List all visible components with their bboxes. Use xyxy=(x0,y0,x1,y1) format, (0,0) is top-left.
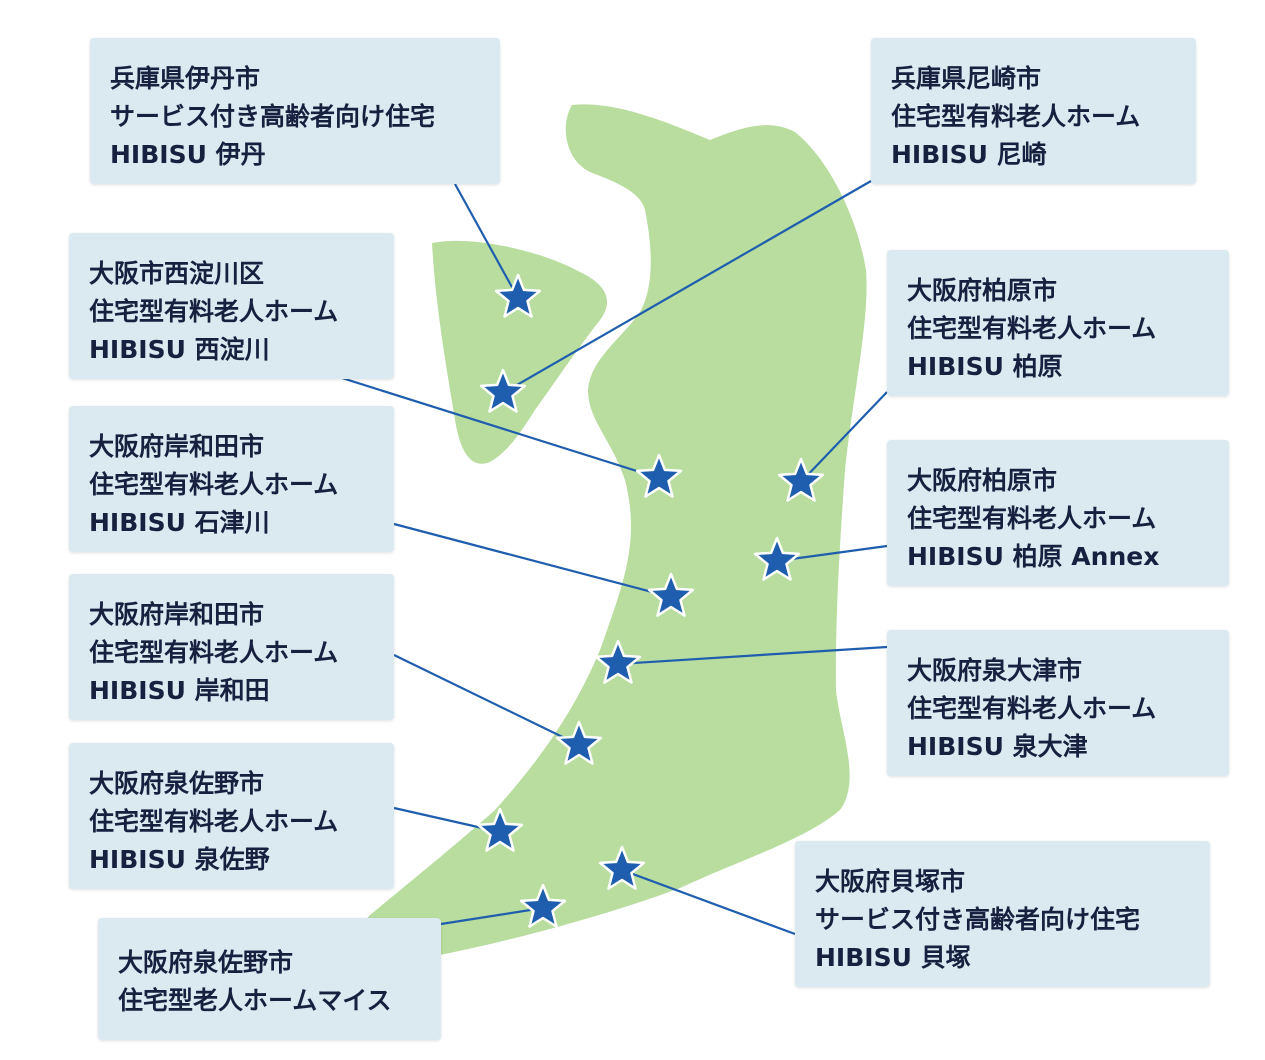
star-icon[interactable] xyxy=(519,883,567,928)
facility-name: HIBISU 柏原 Annex xyxy=(907,542,1160,571)
connector-line xyxy=(800,391,888,483)
connector-line xyxy=(502,180,872,394)
hyogo-land xyxy=(432,240,608,464)
star-icon[interactable] xyxy=(598,845,646,890)
facility-name: HIBISU 岸和田 xyxy=(89,676,270,705)
facility-type: 住宅型有料老人ホーム xyxy=(89,807,339,836)
facility-name: HIBISU 泉大津 xyxy=(907,732,1088,761)
facility-type: サービス付き高齢者向け住宅 xyxy=(815,905,1141,934)
connector-line xyxy=(776,544,888,563)
facility-card-ishizugawa[interactable]: 大阪府岸和田市 住宅型有料老人ホーム HIBISU 石津川 xyxy=(69,406,394,552)
facility-card-kishiwada[interactable]: 大阪府岸和田市 住宅型有料老人ホーム HIBISU 岸和田 xyxy=(69,574,394,720)
facility-name: HIBISU 尼崎 xyxy=(891,140,1047,169)
connector-line xyxy=(617,645,888,666)
facility-card-mice[interactable]: 大阪府泉佐野市 住宅型老人ホームマイス xyxy=(98,918,441,1040)
facility-card-itami[interactable]: 兵庫県伊丹市 サービス付き高齢者向け住宅 HIBISU 伊丹 xyxy=(90,38,500,184)
facility-name: HIBISU 貝塚 xyxy=(815,943,971,972)
facility-type: 住宅型有料老人ホーム xyxy=(907,314,1157,343)
star-icon[interactable] xyxy=(647,572,695,617)
star-icon[interactable] xyxy=(594,639,642,684)
connector-line xyxy=(454,183,519,299)
facility-region: 大阪府柏原市 xyxy=(907,466,1058,495)
star-icon[interactable] xyxy=(479,368,527,413)
connector-line xyxy=(341,376,660,480)
facility-region: 大阪府貝塚市 xyxy=(815,867,966,896)
facility-type: 住宅型有料老人ホーム xyxy=(89,638,339,667)
facility-card-amagasaki[interactable]: 兵庫県尼崎市 住宅型有料老人ホーム HIBISU 尼崎 xyxy=(871,38,1196,184)
star-icon[interactable] xyxy=(635,453,683,498)
facility-region: 大阪府柏原市 xyxy=(907,276,1058,305)
facility-type: サービス付き高齢者向け住宅 xyxy=(110,102,436,131)
facility-card-izumisano[interactable]: 大阪府泉佐野市 住宅型有料老人ホーム HIBISU 泉佐野 xyxy=(69,743,394,889)
connector-line xyxy=(393,522,672,599)
star-icon[interactable] xyxy=(476,807,524,852)
facility-type: 住宅型有料老人ホーム xyxy=(89,470,339,499)
facility-card-izumiotsu[interactable]: 大阪府泉大津市 住宅型有料老人ホーム HIBISU 泉大津 xyxy=(887,630,1229,776)
facility-card-kaizuka[interactable]: 大阪府貝塚市 サービス付き高齢者向け住宅 HIBISU 貝塚 xyxy=(795,841,1210,987)
facility-type: 住宅型有料老人ホーム xyxy=(89,297,339,326)
facility-card-kashiwara[interactable]: 大阪府柏原市 住宅型有料老人ホーム HIBISU 柏原 xyxy=(887,250,1229,396)
osaka-land xyxy=(358,104,867,966)
connector-line xyxy=(440,906,544,926)
facility-region: 大阪市西淀川区 xyxy=(89,259,265,288)
facility-region: 大阪府泉佐野市 xyxy=(118,948,294,977)
facility-region: 大阪府泉大津市 xyxy=(907,656,1083,685)
star-icon[interactable] xyxy=(555,720,603,765)
facility-type: 住宅型有料老人ホーム xyxy=(907,694,1157,723)
star-icon[interactable] xyxy=(753,536,801,581)
facility-region: 大阪府泉佐野市 xyxy=(89,769,265,798)
facility-name: HIBISU 泉佐野 xyxy=(89,845,270,874)
star-icon[interactable] xyxy=(494,273,542,318)
facility-name: HIBISU 柏原 xyxy=(907,352,1063,381)
facility-name: HIBISU 伊丹 xyxy=(110,140,266,169)
facility-card-nishiyodogawa[interactable]: 大阪市西淀川区 住宅型有料老人ホーム HIBISU 西淀川 xyxy=(69,233,394,379)
facility-region: 兵庫県伊丹市 xyxy=(110,64,261,93)
facility-type: 住宅型有料老人ホーム xyxy=(891,102,1141,131)
connector-line xyxy=(393,654,580,746)
facility-region: 兵庫県尼崎市 xyxy=(891,64,1042,93)
facility-name: HIBISU 石津川 xyxy=(89,508,270,537)
connector-line xyxy=(621,868,796,936)
facility-type: 住宅型老人ホームマイス xyxy=(118,986,392,1015)
facility-name: HIBISU 西淀川 xyxy=(89,335,270,364)
facility-type: 住宅型有料老人ホーム xyxy=(907,504,1157,533)
facility-card-kashiwara-annex[interactable]: 大阪府柏原市 住宅型有料老人ホーム HIBISU 柏原 Annex xyxy=(887,440,1229,586)
star-icon[interactable] xyxy=(777,457,825,502)
facility-region: 大阪府岸和田市 xyxy=(89,600,265,629)
facility-region: 大阪府岸和田市 xyxy=(89,432,265,461)
